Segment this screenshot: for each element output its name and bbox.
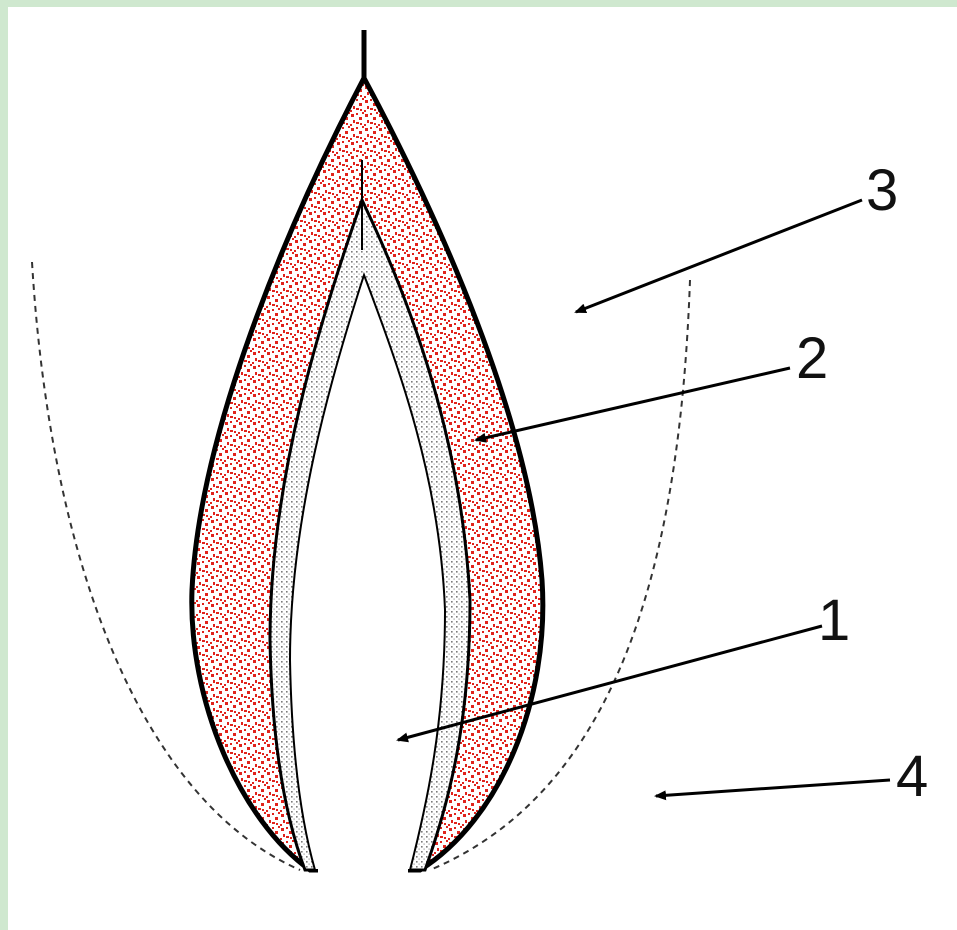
base-gap xyxy=(318,860,408,874)
arrow-4 xyxy=(656,780,890,796)
label-1: 1 xyxy=(818,588,850,653)
arrow-2 xyxy=(476,368,790,440)
label-4: 4 xyxy=(896,744,928,809)
label-2: 2 xyxy=(796,326,828,391)
arrow-3 xyxy=(576,200,862,312)
label-3: 3 xyxy=(866,158,898,223)
